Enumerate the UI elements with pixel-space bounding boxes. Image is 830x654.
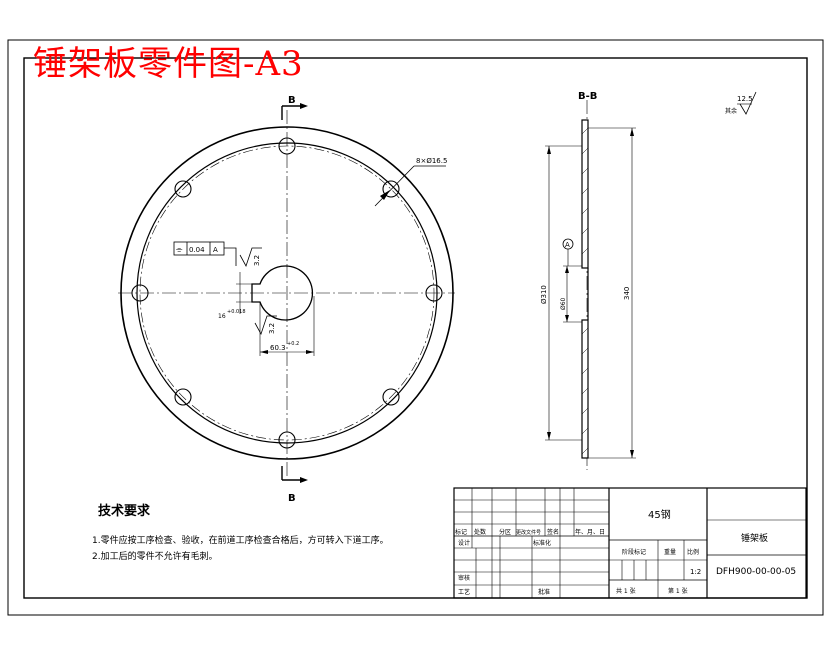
section-cut-bottom xyxy=(281,466,300,481)
header-cell: 签名 xyxy=(547,528,559,536)
bolt-hole xyxy=(131,284,149,302)
keyway-dim: 16 xyxy=(218,313,226,320)
tolerance-leader xyxy=(224,247,237,266)
roughness-symbol-1 xyxy=(239,247,262,267)
dim-arrow xyxy=(547,146,551,154)
sheet-trim xyxy=(7,39,824,616)
surface-note-value: 12.5 xyxy=(737,95,753,103)
section-hatching xyxy=(581,127,589,455)
dim-bore: Ø60 xyxy=(560,297,567,310)
dim-arrow xyxy=(547,432,551,440)
drawing-title: 锤架板零件图-A3 xyxy=(33,44,304,84)
standardize-label: 标准化 xyxy=(533,539,551,547)
requirement-item: 1.零件应按工序检查、验收，在前道工序检查合格后，方可转入下道工序。 xyxy=(92,536,389,546)
hole-callout-leader xyxy=(374,165,415,207)
requirement-item: 2.加工后的零件不允许有毛刺。 xyxy=(92,552,218,562)
hole-callout-arrow xyxy=(380,190,390,200)
dim-arrow xyxy=(565,266,569,273)
bore-dim-arrow xyxy=(306,350,314,354)
roughness-value-1: 3.2 xyxy=(253,255,261,266)
dim-arrow xyxy=(630,128,634,136)
material: 45钢 xyxy=(648,508,671,521)
front-view: B B 8×Ø16.5 ⌯ 0.04 A 3.2 3.2 16 +0.018 xyxy=(118,95,455,504)
central-bore xyxy=(251,265,314,321)
roughness-value-2: 3.2 xyxy=(268,323,276,334)
bolt-holes xyxy=(131,137,443,449)
dim-arrow xyxy=(630,450,634,458)
bolt-hole xyxy=(382,388,400,406)
dim-outer: Ø310 xyxy=(540,285,548,304)
section-label: B-B xyxy=(578,91,597,102)
bolt-hole xyxy=(382,180,400,198)
tolerance-value: 0.04 xyxy=(189,246,205,254)
sheet-no: 第 1 张 xyxy=(668,587,688,595)
technical-requirements: 技术要求 1.零件应按工序检查、验收，在前道工序检查合格后，方可转入下道工序。 … xyxy=(92,500,389,565)
tolerance-datum: A xyxy=(213,246,218,254)
plate-section-lower xyxy=(581,319,589,459)
bolt-hole xyxy=(278,137,296,155)
header-cell: 处数 xyxy=(474,528,486,536)
title-block-frame xyxy=(453,487,807,599)
sheet-border xyxy=(23,57,808,599)
dim-arrow xyxy=(565,315,569,322)
section-mark-bottom: B xyxy=(288,493,296,504)
stage-mark-label: 阶段标记 xyxy=(622,548,646,556)
header-cell: 标记 xyxy=(455,528,467,536)
keyway-tol: +0.018 xyxy=(227,309,246,315)
tolerance-frame: ⌯ 0.04 A xyxy=(173,241,237,266)
review-label: 审核 xyxy=(458,574,470,582)
title-block-text: 标记 处数 分区 更改文件号 签名 年、月、日 设计 标准化 审核 工艺 批准 … xyxy=(455,508,796,596)
surface-note: 其余 12.5 xyxy=(725,91,757,115)
header-cell: 年、月、日 xyxy=(575,528,605,536)
tolerance-symbol: ⌯ xyxy=(176,245,183,254)
section-arrow-top xyxy=(300,103,308,109)
plate-section-upper xyxy=(581,119,589,269)
part-name: 锤架板 xyxy=(741,532,768,544)
section-cut-top xyxy=(281,105,300,120)
surface-note-prefix: 其余 xyxy=(725,107,737,115)
design-label: 设计 xyxy=(458,539,470,547)
technical-requirements-title: 技术要求 xyxy=(98,504,151,519)
hole-callout: 8×Ø16.5 xyxy=(416,157,447,165)
section-view: B-B Ø310 Ø60 A xyxy=(540,91,636,470)
bolt-hole xyxy=(174,388,192,406)
scale-label: 比例 xyxy=(687,548,699,556)
weight-label: 重量 xyxy=(664,548,676,556)
bolt-hole xyxy=(278,431,296,449)
title-block xyxy=(453,487,807,599)
datum-label: A xyxy=(565,241,570,249)
sheets-total: 共 1 张 xyxy=(616,587,636,595)
header-cell: 更改文件号 xyxy=(516,529,541,536)
approve-label: 批准 xyxy=(538,588,550,596)
roughness-symbol-2 xyxy=(254,315,277,335)
process-label: 工艺 xyxy=(458,588,470,596)
header-cell: 分区 xyxy=(499,528,511,536)
drawing-number: DFH900-00-00-05 xyxy=(716,567,796,577)
bolt-hole xyxy=(174,180,192,198)
surface-note-symbol xyxy=(739,91,757,115)
section-mark-top: B xyxy=(288,95,296,106)
tolerance-frame-box xyxy=(173,241,225,256)
bore-tol: +0.2 xyxy=(287,341,299,347)
dim-total: 340 xyxy=(623,287,631,300)
section-arrow-bottom xyxy=(300,477,308,483)
scale-value: 1:2 xyxy=(690,568,701,576)
bolt-hole xyxy=(425,284,443,302)
bore-dim: 60.3 xyxy=(270,344,286,352)
bore-dim-arrow xyxy=(260,350,268,354)
